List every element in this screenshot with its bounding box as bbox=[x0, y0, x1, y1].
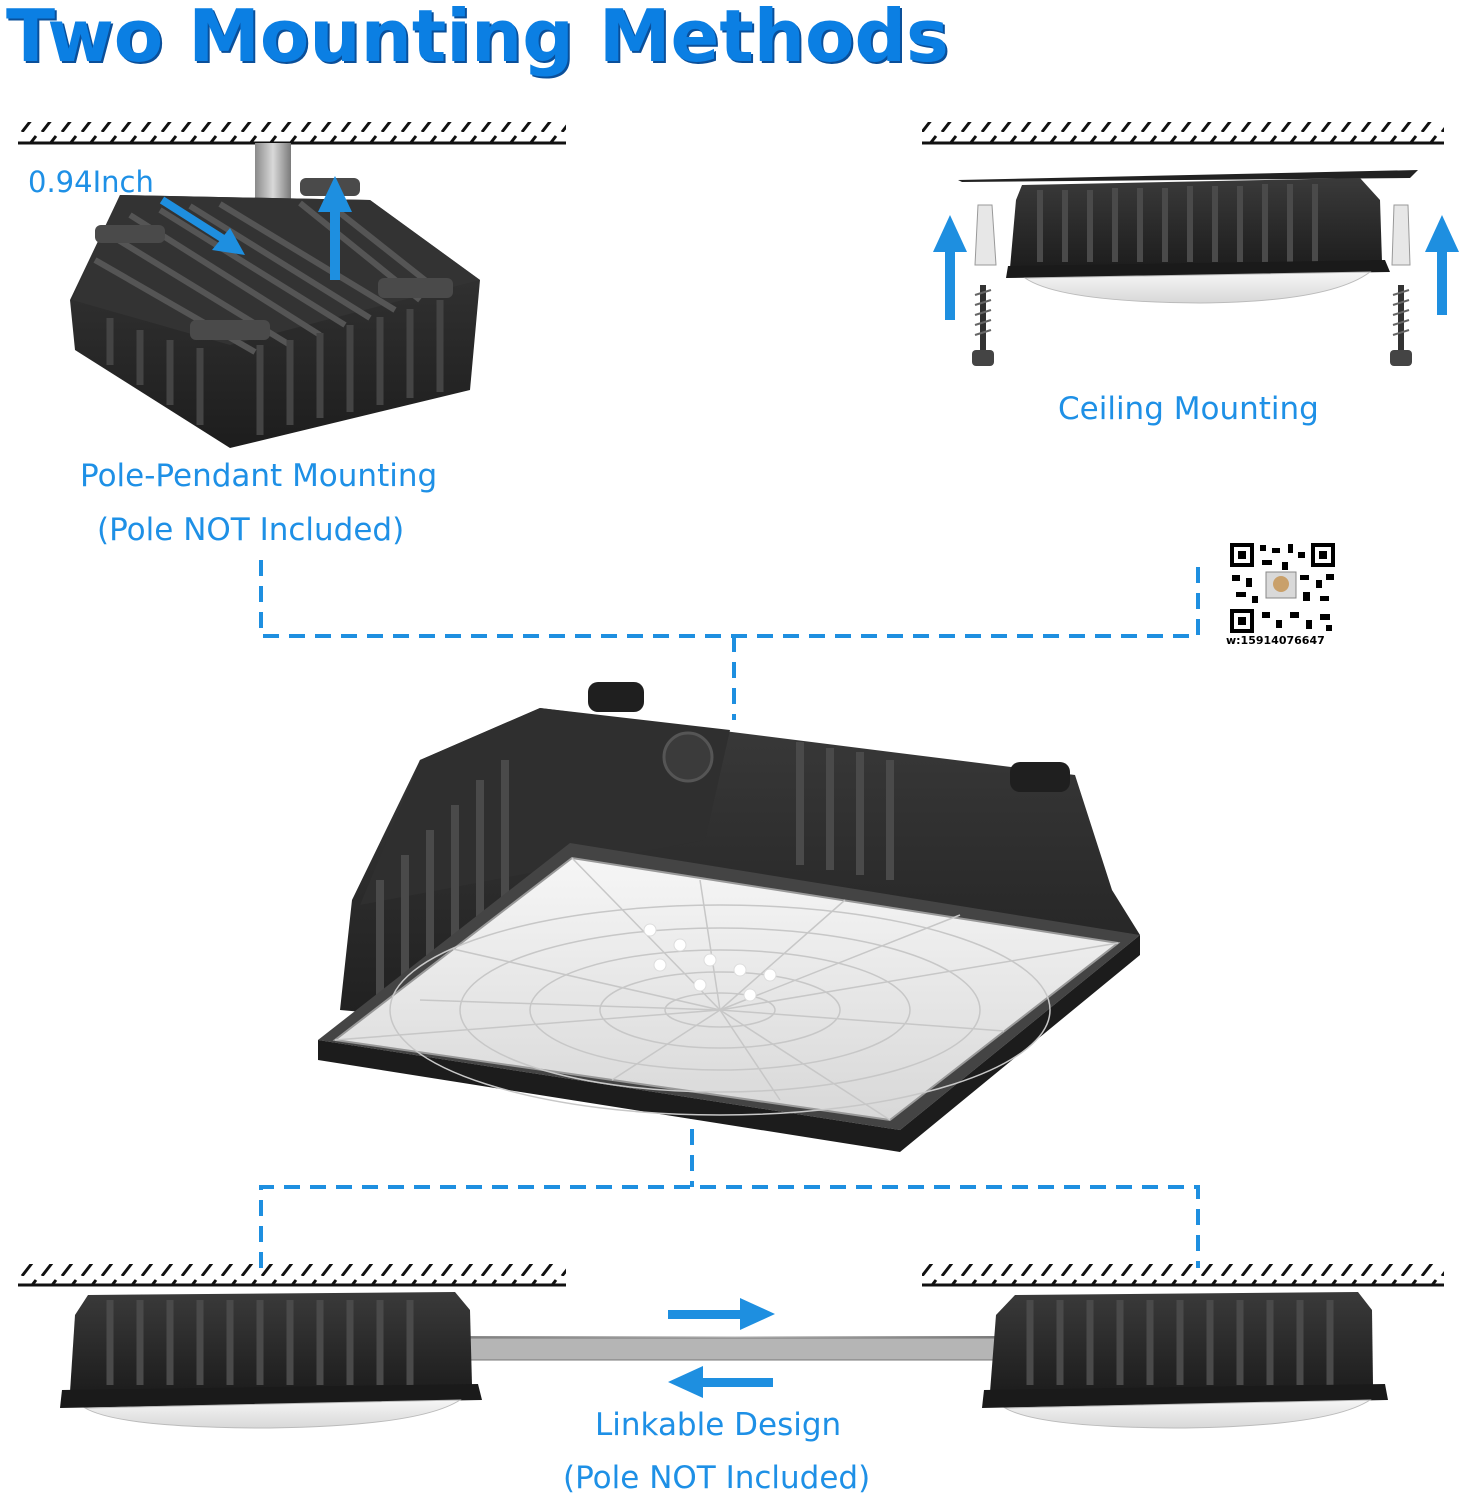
pole-diameter-arrow bbox=[159, 196, 245, 255]
wall-anchor-right bbox=[1391, 204, 1411, 266]
ceiling-mounting-label: Ceiling Mounting bbox=[1058, 391, 1319, 427]
ceiling-hatch-bottom-right bbox=[922, 1264, 1444, 1287]
ceiling-hatch-bottom-left bbox=[18, 1264, 566, 1287]
dashed-connector-top bbox=[259, 560, 1200, 720]
page-title: Two Mounting Methods bbox=[6, 0, 949, 78]
link-right-arrow bbox=[668, 1298, 775, 1330]
pole-diameter-label: 0.94Inch bbox=[28, 165, 154, 199]
ceiling-hatch-top-left bbox=[18, 122, 566, 145]
qr-code bbox=[1230, 543, 1335, 633]
linking-pole-body bbox=[469, 1337, 1001, 1361]
main-canopy-light bbox=[318, 682, 1140, 1152]
wall-anchor-left bbox=[974, 204, 997, 266]
screw-left-icon bbox=[972, 285, 994, 366]
link-left-arrow bbox=[668, 1366, 773, 1398]
pendant-light-fixture bbox=[70, 178, 480, 448]
pole-pendant-label: Pole-Pendant Mounting bbox=[80, 458, 438, 494]
ceiling-light-fixture bbox=[958, 170, 1418, 304]
pole-pendant-note: (Pole NOT Included) bbox=[97, 512, 405, 548]
ceiling-up-arrow-right bbox=[1425, 215, 1459, 315]
ceiling-up-arrow-left bbox=[933, 215, 967, 320]
linkable-design-label: Linkable Design bbox=[595, 1407, 842, 1443]
pendant-up-arrow bbox=[318, 176, 352, 280]
linked-light-right bbox=[982, 1292, 1388, 1429]
screw-right-icon bbox=[1390, 285, 1412, 366]
ceiling-hatch-top-right bbox=[922, 122, 1444, 145]
linked-light-left bbox=[60, 1292, 482, 1429]
qr-caption: w:15914076647 bbox=[1226, 634, 1325, 647]
linkable-design-note: (Pole NOT Included) bbox=[563, 1460, 871, 1496]
